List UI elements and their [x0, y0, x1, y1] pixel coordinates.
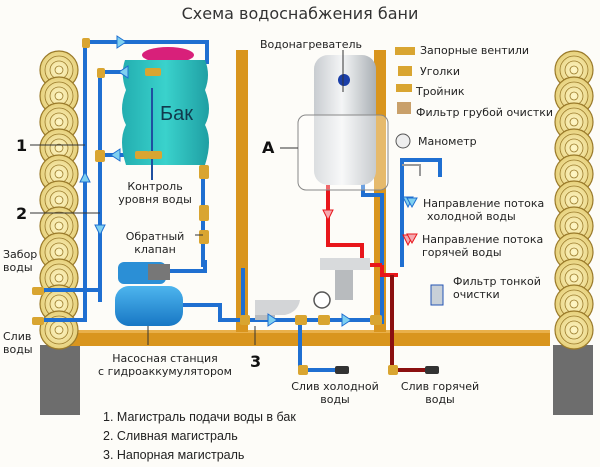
- sink: [320, 258, 370, 300]
- legend-fine-filter: Фильтр тонкой очистки: [453, 275, 541, 301]
- lines-list-item: 1. Магистраль подачи воды в бак: [103, 410, 296, 424]
- cold-flow-arrows: [79, 35, 414, 327]
- hot-drain-label: Слив горячей воды: [395, 380, 485, 406]
- legend-icons: [395, 47, 444, 306]
- lines-legend-list: 1. Магистраль подачи воды в бак 2. Сливн…: [103, 408, 296, 465]
- fittings: [32, 38, 398, 375]
- log-wall-left: [39, 50, 79, 350]
- line-1-label: 1: [16, 136, 28, 155]
- water-tank: [122, 47, 209, 180]
- legend-tee: Тройник: [416, 85, 465, 98]
- zone-a-label: А: [262, 138, 275, 157]
- label-line: клапан: [134, 243, 176, 256]
- log: [554, 310, 594, 350]
- label-line: Слив: [3, 330, 32, 343]
- level-control-label: Контроль уровня воды: [115, 180, 195, 206]
- cold-drain-label: Слив холодной воды: [290, 380, 380, 406]
- label-line: Забор: [3, 248, 38, 261]
- label-line: очистки: [453, 288, 500, 301]
- legend-coarse-filter: Фильтр грубой очистки: [416, 106, 554, 119]
- water-heater: [297, 55, 389, 191]
- label-line: Контроль: [127, 180, 183, 193]
- label-line: воды: [3, 343, 33, 356]
- pump-station-label: Насосная станция с гидроаккумулятором: [95, 352, 235, 378]
- label-line: Слив горячей: [400, 380, 480, 393]
- label-line: холодной воды: [427, 210, 516, 223]
- intake-label: Забор воды: [3, 248, 37, 274]
- legend-shutoff-valves: Запорные вентили: [420, 44, 530, 57]
- label-line: Направление потока: [423, 197, 545, 210]
- label-line: Обратный: [125, 230, 185, 243]
- hot-flow-arrows: [322, 209, 414, 247]
- log: [39, 310, 79, 350]
- line-3-label: 3: [250, 352, 262, 371]
- label-line: горячей воды: [422, 246, 502, 259]
- label-line: Слив холодной: [291, 380, 379, 393]
- foundation-left: [40, 345, 80, 415]
- legend-cold-flow: Направление потока холодной воды: [423, 197, 544, 223]
- label-line: Направление потока: [422, 233, 544, 246]
- label-line: уровня воды: [118, 193, 192, 206]
- legend-hot-flow: Направление потока горячей воды: [422, 233, 543, 259]
- heater-label: Водонагреватель: [260, 38, 362, 51]
- wall-post-left: [236, 50, 248, 332]
- toilet: [255, 300, 300, 320]
- legend-pressure-gauge: Манометр: [418, 135, 477, 148]
- pump-station: [115, 262, 183, 326]
- log-wall-right: [554, 50, 594, 350]
- foundation-right: [553, 345, 593, 415]
- tank-label: Бак: [160, 103, 193, 125]
- leader-lines: [30, 50, 344, 345]
- drain-label: Слив воды: [3, 330, 33, 356]
- label-line: воды: [3, 261, 33, 274]
- line-2-label: 2: [16, 204, 28, 223]
- pressure-gauge-icon: [313, 291, 331, 309]
- legend-elbows: Уголки: [420, 65, 461, 78]
- label-line: воды: [320, 393, 350, 406]
- floor-beam: [70, 330, 550, 346]
- check-valve-label: Обратный клапан: [120, 230, 190, 256]
- diagram-title: Схема водоснабжения бани: [181, 4, 419, 23]
- shower: [402, 164, 421, 176]
- lines-list-item: 3. Напорная магистраль: [103, 448, 245, 462]
- lines-list-item: 2. Сливная магистраль: [103, 429, 238, 443]
- label-line: с гидроаккумулятором: [98, 365, 232, 378]
- label-line: Насосная станция: [112, 352, 218, 365]
- label-line: воды: [425, 393, 455, 406]
- drain-taps: [335, 366, 439, 374]
- hot-drain-pipe: [390, 275, 425, 372]
- label-line: Фильтр тонкой: [453, 275, 541, 288]
